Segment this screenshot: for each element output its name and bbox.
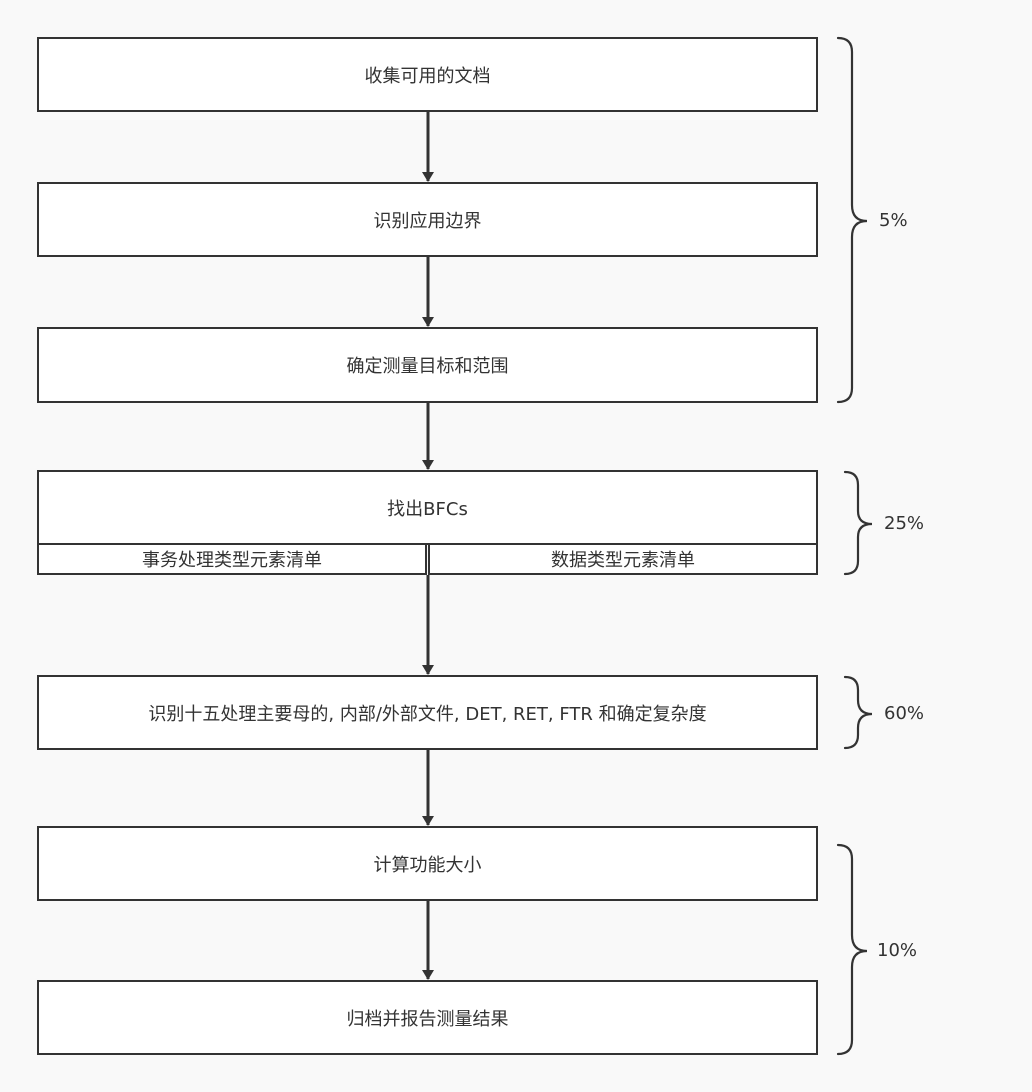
step-label: 找出BFCs xyxy=(387,498,468,520)
step-identify-boundary: 识别应用边界 xyxy=(37,182,818,257)
percentage-label-60: 60% xyxy=(884,703,925,724)
sub-box-label: 数据类型元素清单 xyxy=(551,550,695,571)
brace-25 xyxy=(843,470,873,576)
step-label: 收集可用的文档 xyxy=(364,65,491,87)
step-label: 计算功能大小 xyxy=(373,854,482,876)
step-label: 归档并报告测量结果 xyxy=(346,1008,509,1030)
percentage-label-10: 10% xyxy=(877,940,918,961)
percentage-label-25: 25% xyxy=(884,513,925,534)
step-label: 确定测量目标和范围 xyxy=(346,356,509,377)
brace-60 xyxy=(843,675,873,750)
step-label: 识别应用边界 xyxy=(373,210,482,232)
step-find-bfcs: 找出BFCs xyxy=(37,470,818,545)
step-collect-documents: 收集可用的文档 xyxy=(37,37,818,112)
sub-box-data-elements: 数据类型元素清单 xyxy=(428,543,818,575)
sub-box-transaction-elements: 事务处理类型元素清单 xyxy=(37,543,427,575)
step-compute-size: 计算功能大小 xyxy=(37,826,818,901)
step-archive-report: 归档并报告测量结果 xyxy=(37,980,818,1055)
brace-5 xyxy=(836,36,868,404)
brace-10 xyxy=(836,843,868,1056)
step-identify-complexity: 识别十五处理主要母的, 内部/外部文件, DET, RET, FTR 和确定复杂… xyxy=(37,675,818,750)
percentage-label-5: 5% xyxy=(879,210,908,231)
step-define-scope: 确定测量目标和范围 xyxy=(37,327,818,403)
sub-box-label: 事务处理类型元素清单 xyxy=(142,550,322,571)
step-label: 识别十五处理主要母的, 内部/外部文件, DET, RET, FTR 和确定复杂… xyxy=(148,703,707,725)
